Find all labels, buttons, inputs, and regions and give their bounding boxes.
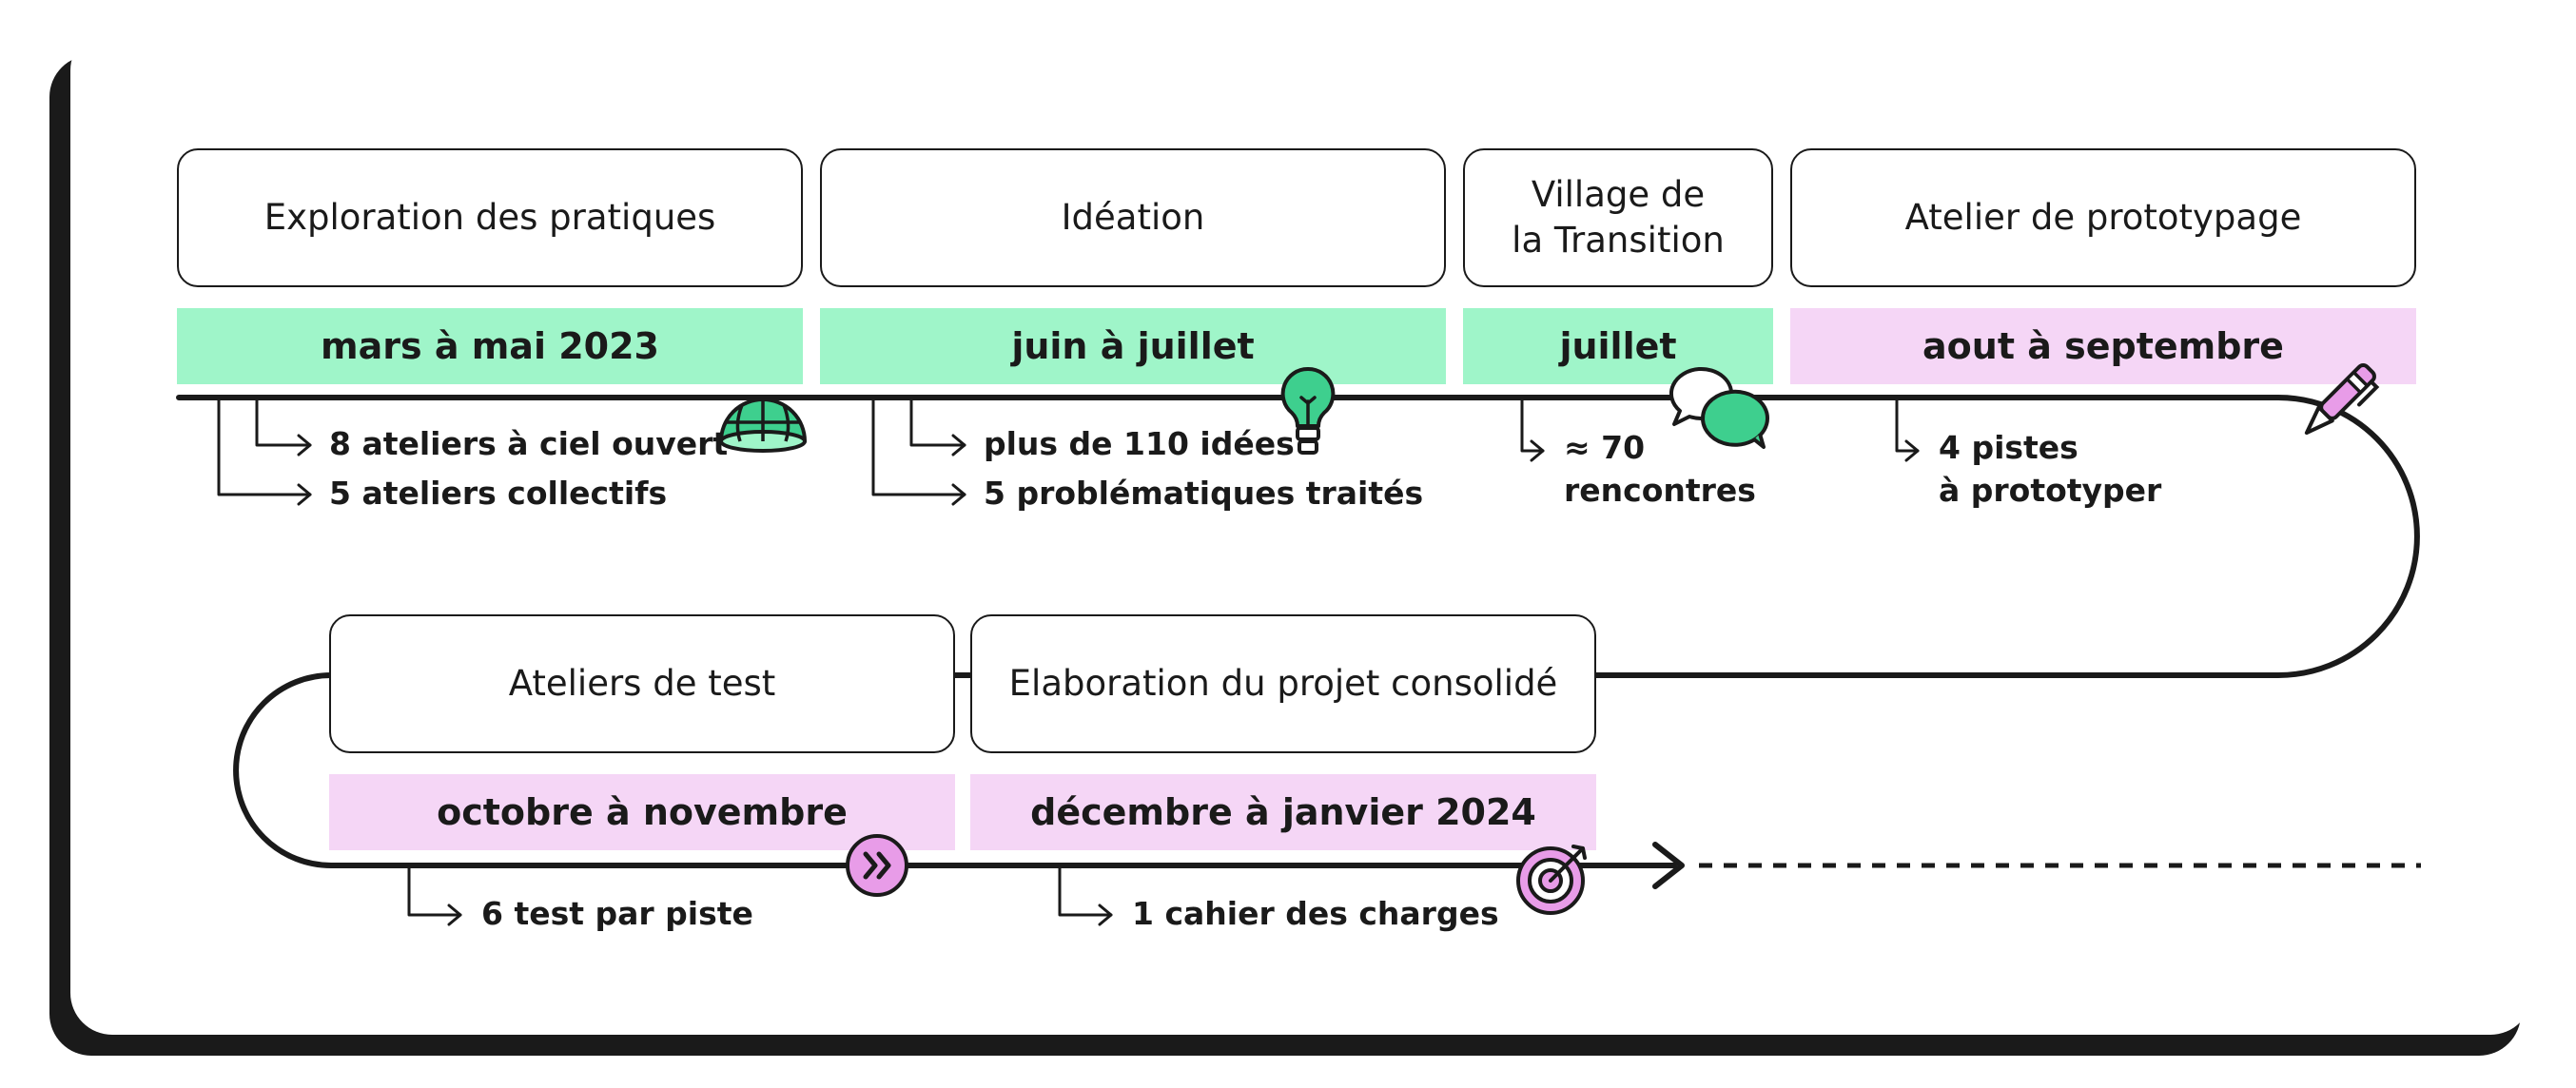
note-tests: 6 test par piste [481, 895, 753, 932]
phase-title-elaboration: Elaboration du projet consolidé [970, 614, 1596, 753]
phase-title-village: Village de la Transition [1463, 148, 1773, 287]
period-prototypage: aout à septembre [1790, 308, 2416, 384]
note-ideation-2: 5 problématiques traités [984, 475, 1424, 512]
period-exploration: mars à mai 2023 [177, 308, 803, 384]
period-village: juillet [1463, 308, 1773, 384]
period-tests: octobre à novembre [329, 774, 955, 850]
period-elaboration: décembre à janvier 2024 [970, 774, 1596, 850]
note-elaboration: 1 cahier des charges [1132, 895, 1499, 932]
pen-icon [2304, 363, 2380, 436]
note-exploration-1: 8 ateliers à ciel ouvert [329, 425, 729, 462]
phase-title-exploration: Exploration des pratiques [177, 148, 803, 287]
lightbulb-icon [1280, 366, 1336, 455]
fast-forward-icon [846, 834, 908, 897]
phase-title-prototypage: Atelier de prototypage [1790, 148, 2416, 287]
note-ideation-1: plus de 110 idées [984, 425, 1295, 462]
globe-icon [719, 398, 807, 453]
target-icon [1516, 845, 1587, 915]
period-ideation: juin à juillet [820, 308, 1446, 384]
note-village: ≈ 70 rencontres [1564, 427, 1756, 512]
phase-title-ideation: Idéation [820, 148, 1446, 287]
note-village-line2: rencontres [1564, 471, 1756, 509]
note-exploration-2: 5 ateliers collectifs [329, 475, 668, 512]
speech-bubbles-icon [1669, 366, 1769, 449]
phase-title-village-line2: la Transition [1512, 220, 1725, 261]
note-prototypage: 4 pistes à prototyper [1939, 427, 2161, 512]
phase-title-tests: Ateliers de test [329, 614, 955, 753]
note-prototypage-line1: 4 pistes [1939, 429, 2078, 466]
note-prototypage-line2: à prototyper [1939, 471, 2162, 509]
note-village-line1: ≈ 70 [1564, 429, 1646, 466]
phase-title-village-line1: Village de [1531, 173, 1706, 215]
timeline-arrowhead [1652, 842, 1685, 889]
